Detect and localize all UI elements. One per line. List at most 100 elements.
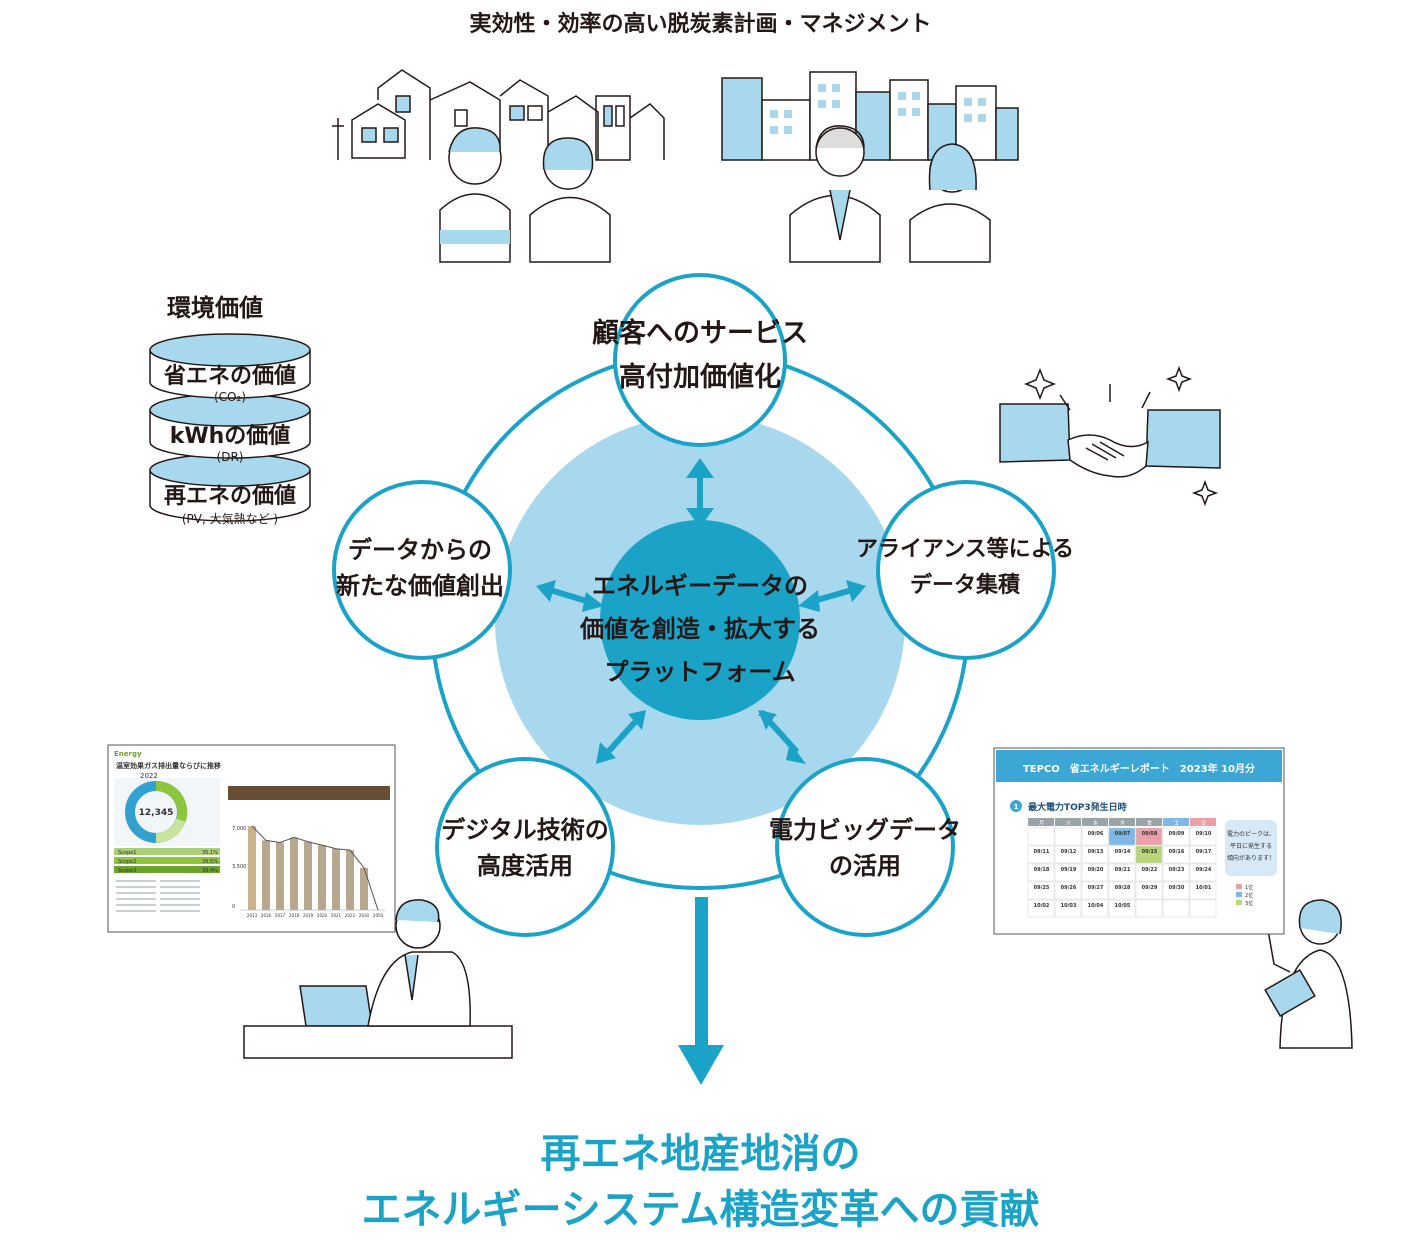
- calendar-day-header-cell: [1136, 818, 1162, 826]
- calendar-cell: [1108, 863, 1136, 882]
- scope-percent-3: 38.4%: [202, 868, 218, 874]
- calendar-cell: [1162, 827, 1190, 846]
- calendar-date: 09/26: [1061, 885, 1077, 891]
- calendar-cell: [1189, 899, 1217, 918]
- calendar-date: 09/15: [1142, 849, 1158, 855]
- dashboard-bar-group: [248, 826, 368, 910]
- cylinder-savings-label: 省エネの価値: [163, 364, 296, 389]
- scope-percent-1: 35.1%: [202, 850, 218, 856]
- calendar-date: 09/22: [1142, 867, 1158, 873]
- node-label-right: アライアンス等による データ集積: [830, 532, 1100, 604]
- cylinder-label-kwh: kWhの価値 (DR): [150, 418, 310, 464]
- node-circle-bottom-left: [435, 757, 615, 937]
- calendar-cell: [1081, 899, 1109, 918]
- report-note-line-1: 電力のピークは、: [1227, 830, 1275, 838]
- calendar-cell: [1054, 899, 1082, 918]
- calendar-date: 09/08: [1142, 831, 1158, 837]
- calendar-date: 09/30: [1169, 885, 1185, 891]
- node-bottom-right-line-1: 電力ビッグデータ: [769, 816, 961, 844]
- calendar-date: 09/18: [1034, 867, 1050, 873]
- calendar-day-header-cell: [1109, 818, 1135, 826]
- calendar-cell: [1108, 881, 1136, 900]
- dashboard-logo: Energy: [114, 750, 142, 758]
- calendar-date: 09/24: [1196, 867, 1212, 873]
- cylinder-label-savings: 省エネの価値 (CO₂): [150, 358, 310, 404]
- calendar-date: 09/06: [1088, 831, 1104, 837]
- handshake-illustration: [999, 365, 1221, 507]
- calendar-date: 09/16: [1169, 849, 1185, 855]
- calendar-date: 09/21: [1115, 867, 1131, 873]
- dashboard-year-label: 2021: [331, 913, 342, 918]
- report-note-line-3: 傾向があります！: [1227, 854, 1275, 862]
- cylinder-renewable-label: 再エネの価値: [163, 484, 296, 509]
- calendar-date: 09/17: [1196, 849, 1212, 855]
- dashboard-bar: [248, 826, 256, 910]
- calendar-day-header: 月: [1039, 821, 1044, 827]
- calendar-date: 10/03: [1061, 903, 1077, 909]
- scope-row-2: Scope2: [118, 859, 136, 865]
- calendar-date: 10/02: [1034, 903, 1050, 909]
- calendar-date: 09/09: [1169, 831, 1185, 837]
- calendar-cell: [1162, 899, 1190, 918]
- bar-axis-zero: 0: [232, 904, 235, 910]
- calendar-date: 09/14: [1115, 849, 1131, 855]
- node-label-bottom-right: 電力ビッグデータ の活用: [735, 812, 995, 884]
- presenter-illustration: [1264, 899, 1353, 1049]
- node-label-left: データからの 新たな価値創出: [300, 532, 540, 604]
- calendar-cell: [1081, 863, 1109, 882]
- calendar-cell: [1162, 863, 1190, 882]
- report-header: TEPCO 省エネルギーレポート 2023年 10月分: [1023, 762, 1255, 775]
- calendar-cell: [1081, 881, 1109, 900]
- calendar-cell: [1135, 845, 1163, 864]
- calendar-day-header: 水: [1093, 820, 1098, 827]
- report-section-title: 最大電力TOP3発生日時: [1028, 801, 1127, 813]
- report-legend-3: 3位: [1245, 900, 1253, 907]
- calendar-cell: [1189, 827, 1217, 846]
- dashboard-bar: [290, 837, 298, 910]
- result-title-line-1: 再エネ地産地消の: [540, 1131, 861, 1177]
- node-circle-left: [332, 480, 512, 660]
- node-top-line-2: 高付加価値化: [619, 362, 781, 393]
- calendar-day-header: 火: [1066, 821, 1071, 827]
- calendar-cell: [1027, 863, 1055, 882]
- calendar-cell: [1189, 845, 1217, 864]
- node-bottom-left-line-2: 高度活用: [477, 852, 573, 880]
- calendar-cell: [1027, 899, 1055, 918]
- platform-line-3: プラットフォーム: [604, 658, 796, 686]
- dashboard-donut-value: 12,345: [139, 808, 174, 818]
- calendar-day-header: 土: [1174, 820, 1179, 827]
- dashboard-bar: [360, 867, 368, 910]
- dashboard-year-label: 2030: [359, 913, 370, 918]
- dashboard-year-label: 2018: [289, 913, 300, 918]
- calendar-day-header: 金: [1147, 820, 1152, 827]
- calendar-date: 09/27: [1088, 885, 1104, 891]
- calendar-date: 09/13: [1088, 849, 1104, 855]
- dashboard-bar: [304, 841, 312, 910]
- calendar-cell: [1108, 827, 1136, 846]
- calendar-date: 09/10: [1196, 831, 1212, 837]
- report-legend-1: 1位: [1245, 884, 1253, 891]
- cylinder-savings-sub: (CO₂): [214, 390, 246, 404]
- scope-percent-2: 26.5%: [202, 859, 218, 865]
- calendar-cell: [1135, 899, 1163, 918]
- calendar-cell: [1027, 845, 1055, 864]
- calendar-cell: [1054, 827, 1082, 846]
- dashboard-year-label: 2022: [345, 913, 356, 918]
- report-legend-2: 2位: [1245, 892, 1253, 899]
- calendar-cell: [1027, 881, 1055, 900]
- dashboard-bar: [332, 848, 340, 910]
- bar-axis-mid: 3,500: [232, 864, 246, 870]
- calendar-cell: [1189, 881, 1217, 900]
- cylinder-kwh-sub: (DR): [216, 450, 244, 464]
- calendar-day-header: 木: [1120, 820, 1125, 827]
- platform-core-circle: [600, 520, 800, 720]
- node-bottom-right-line-2: の活用: [829, 852, 901, 880]
- dashboard-bar: [276, 842, 284, 910]
- node-circle-bottom-right: [775, 757, 955, 937]
- platform-label: エネルギーデータの 価値を創造・拡大する プラットフォーム: [540, 565, 860, 694]
- calendar-date: 09/20: [1088, 867, 1104, 873]
- dashboard-screen: [107, 744, 396, 933]
- connection-arrows: [536, 458, 866, 764]
